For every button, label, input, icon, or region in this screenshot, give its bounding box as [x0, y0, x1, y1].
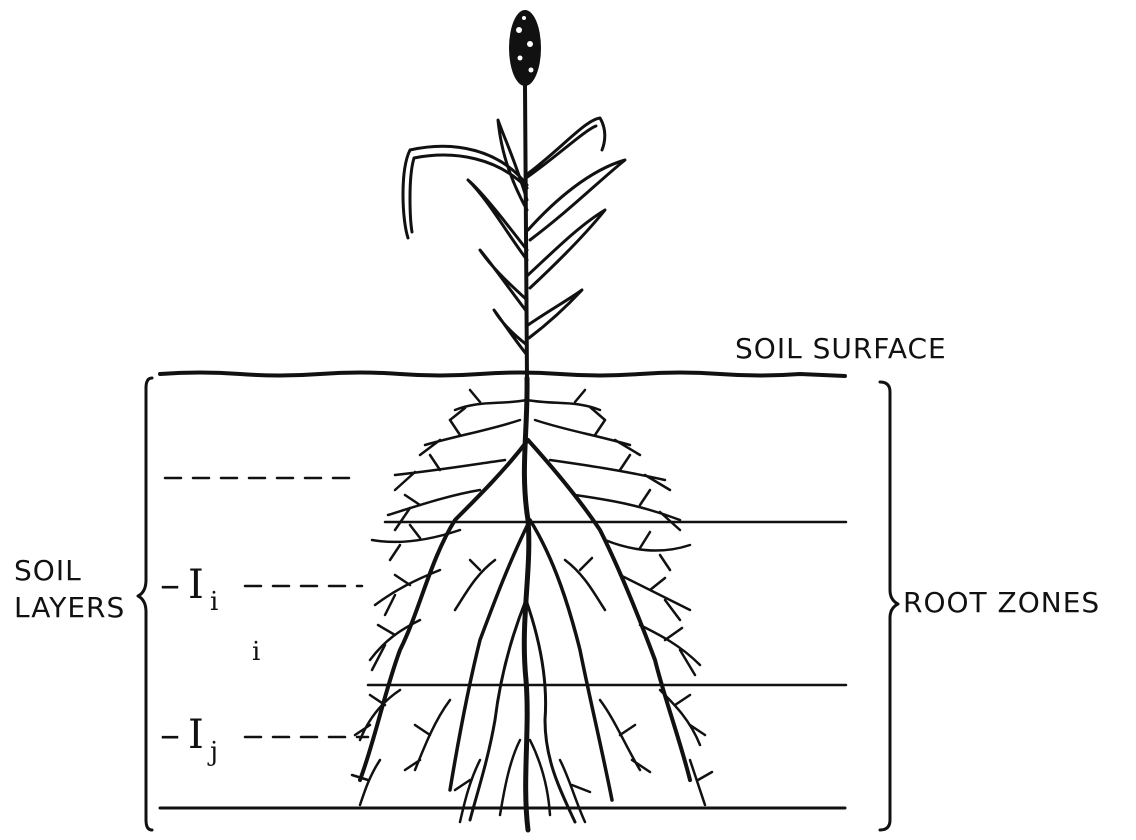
plant-leaves [403, 118, 625, 355]
soil-surface-label: SOIL SURFACE [735, 332, 947, 365]
soil-layers-label-line1: SOIL [14, 554, 82, 587]
root-zones-label: ROOT ZONES [903, 586, 1100, 619]
layer-j-subscript: j [207, 737, 218, 767]
layer-i-subscript: i [210, 587, 218, 617]
layer-j-dash: – [160, 712, 180, 758]
layer-i-dash: – [160, 562, 180, 608]
root-zones-brace [880, 382, 898, 830]
seed-head [509, 10, 541, 86]
soil-layers-brace [138, 378, 152, 830]
soil-layers-label-line2: LAYERS [14, 591, 125, 624]
plant-stem [525, 86, 527, 380]
layer-index-i: i [252, 637, 260, 667]
soil-surface-line [160, 373, 845, 377]
root-system [352, 378, 712, 830]
layer-j-symbol: I [188, 712, 204, 758]
layer-i-symbol: I [188, 562, 204, 608]
